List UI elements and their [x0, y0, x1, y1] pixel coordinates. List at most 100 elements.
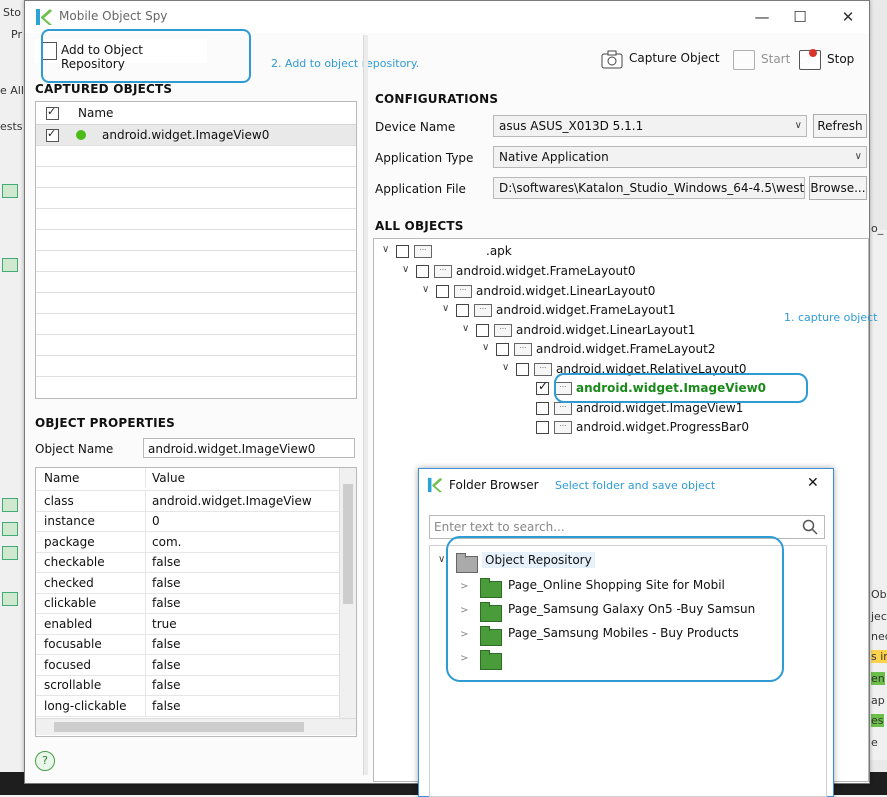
node-checkbox[interactable] — [516, 363, 529, 376]
folder-item[interactable]: Page_Samsung Galaxy On5 -Buy Samsun — [508, 602, 756, 616]
help-icon[interactable]: ? — [35, 751, 55, 771]
node-label: android.widget.ImageView1 — [576, 401, 744, 415]
dialog-close-button[interactable]: ✕ — [807, 475, 819, 491]
chevron-right-icon[interactable]: > — [460, 581, 469, 592]
refresh-button[interactable]: Refresh — [813, 114, 867, 138]
chevron-right-icon[interactable]: > — [460, 653, 469, 664]
object-properties-title: OBJECT PROPERTIES — [35, 416, 175, 430]
node-checkbox[interactable] — [496, 343, 509, 356]
column-name-header: Name — [78, 106, 114, 120]
tree-arrow[interactable]: ∨ — [382, 244, 390, 255]
add-to-object-repository-button[interactable]: Add to Object Repository — [35, 39, 207, 71]
folder-icon — [480, 626, 502, 646]
widget-icon: ··· — [514, 343, 532, 356]
tree-arrow[interactable]: ∨ — [502, 362, 510, 373]
row-checkbox[interactable] — [46, 127, 59, 142]
node-checkbox[interactable] — [436, 285, 449, 298]
folder-icon — [480, 578, 502, 598]
object-name-label: Object Name — [35, 442, 114, 456]
table-row[interactable]: android.widget.ImageView0 — [36, 125, 356, 146]
node-checkbox[interactable] — [456, 304, 469, 317]
add-button-label: Add to Object Repository — [61, 43, 143, 71]
bg-fragment: o_ — [871, 222, 884, 235]
katalon-logo-icon — [36, 9, 52, 25]
table-row — [36, 314, 356, 335]
background-right-panel: o_ Ob ject ned s in en ap es e — [868, 222, 887, 760]
node-label: android.widget.FrameLayout0 — [456, 264, 636, 278]
chevron-right-icon[interactable]: > — [460, 605, 469, 616]
property-row[interactable]: long-clickable false — [36, 696, 342, 717]
minimize-button[interactable]: — — [754, 8, 770, 26]
chevron-right-icon[interactable]: > — [460, 629, 469, 640]
tree-arrow[interactable]: ∨ — [422, 284, 430, 295]
node-checkbox[interactable] — [476, 324, 489, 337]
folder-tree: ∨ Object Repository > Page_Online Shoppi… — [429, 536, 827, 797]
bg-fragment: en — [871, 672, 885, 685]
chevron-down-icon[interactable]: ∨ — [438, 554, 446, 565]
left-pane: Add to Object Repository 2. Add to objec… — [31, 29, 419, 775]
property-value: false — [152, 596, 181, 610]
captured-object-name: android.widget.ImageView0 — [102, 128, 270, 142]
property-value: false — [152, 658, 181, 672]
browse-button[interactable]: Browse... — [809, 176, 867, 200]
application-type-value: Native Application — [499, 150, 609, 164]
camera-icon — [601, 50, 623, 69]
property-key: long-clickable — [44, 699, 127, 713]
tree-arrow[interactable]: ∨ — [402, 264, 410, 275]
node-checkbox[interactable] — [416, 265, 429, 278]
scrollbar-thumb[interactable] — [54, 722, 304, 732]
object-repository-node[interactable]: Object Repository — [482, 552, 595, 568]
tree-arrow[interactable]: ∨ — [462, 323, 470, 334]
folder-item[interactable]: Page_Online Shopping Site for Mobil — [508, 578, 725, 592]
maximize-button[interactable]: ☐ — [793, 8, 807, 26]
node-checkbox-checked[interactable]: ✓ — [536, 379, 549, 395]
folder-browser-dialog: Folder Browser Select folder and save ob… — [418, 468, 834, 797]
device-name-select[interactable]: asus ASUS_X013D 5.1.1 ∨ — [493, 115, 807, 137]
scrollbar-thumb[interactable] — [343, 484, 353, 604]
pane-splitter[interactable] — [363, 35, 368, 775]
tree-arrow[interactable]: ∨ — [442, 303, 450, 314]
folder-icon — [480, 602, 502, 622]
widget-icon: ··· — [414, 245, 432, 258]
chevron-down-icon: ∨ — [854, 151, 862, 162]
property-value: android.widget.ImageView — [152, 494, 312, 508]
widget-icon: ··· — [474, 304, 492, 317]
node-checkbox[interactable] — [536, 421, 549, 434]
stop-button[interactable]: Stop — [799, 47, 861, 73]
application-file-input[interactable]: D:\softwares\Katalon_Studio_Windows_64-4… — [493, 177, 805, 199]
repository-folder-icon — [456, 553, 478, 573]
capture-object-label: Capture Object — [629, 51, 720, 65]
property-value: false — [152, 678, 181, 692]
object-name-input[interactable]: android.widget.ImageView0 — [143, 438, 355, 458]
close-button[interactable]: ✕ — [841, 8, 855, 26]
property-value: false — [152, 699, 181, 713]
capture-object-button[interactable]: Capture Object — [601, 47, 721, 73]
folder-item[interactable]: Page_Samsung Mobiles - Buy Products — [508, 626, 739, 640]
start-button[interactable]: Start — [733, 47, 793, 73]
configurations-title: CONFIGURATIONS — [375, 92, 499, 106]
search-icon[interactable] — [802, 519, 818, 535]
table-row — [36, 335, 356, 356]
folder-search-input[interactable]: Enter text to search... — [429, 515, 825, 539]
application-type-select[interactable]: Native Application ∨ — [493, 146, 867, 168]
properties-vertical-scrollbar[interactable] — [339, 468, 356, 718]
col-value-header: Value — [152, 471, 185, 485]
property-value: 0 — [152, 514, 160, 528]
bg-icon — [2, 592, 18, 606]
select-all-checkbox[interactable] — [46, 105, 59, 120]
tree-arrow[interactable]: ∨ — [482, 342, 490, 353]
node-checkbox[interactable] — [396, 245, 409, 258]
property-value: com. — [152, 535, 182, 549]
node-checkbox[interactable] — [536, 402, 549, 415]
properties-horizontal-scrollbar[interactable] — [36, 718, 356, 735]
